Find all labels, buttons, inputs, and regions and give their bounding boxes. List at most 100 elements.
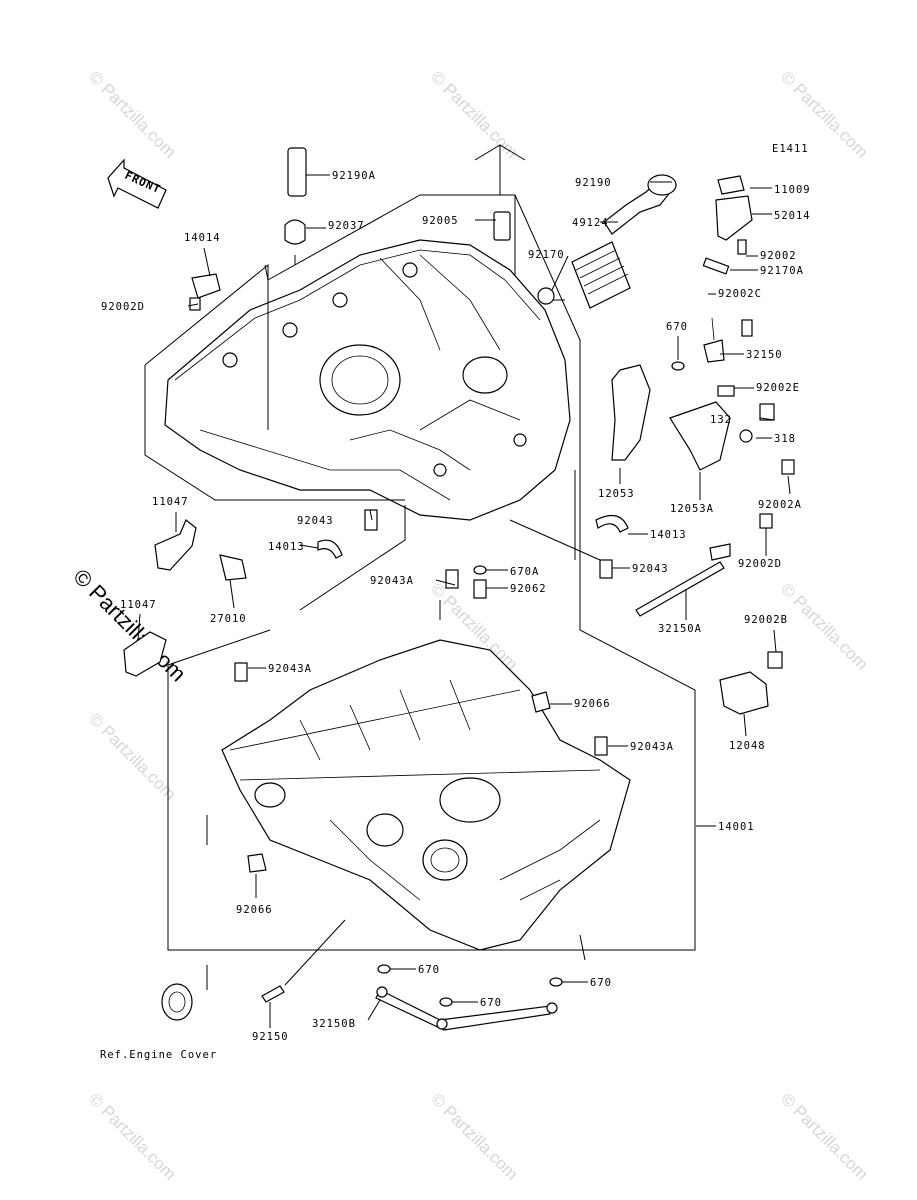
plate-14014 [191, 273, 221, 299]
ref-engine-cover-label: Ref.Engine Cover [100, 1049, 217, 1061]
callout-label: 92005 [422, 215, 459, 227]
dowel-92043 [599, 559, 613, 579]
watermark: © Partzilla.com [427, 67, 521, 161]
leader-line [773, 629, 777, 653]
callout-label: 32150 [746, 349, 783, 361]
callout-label: 11009 [774, 184, 811, 196]
callout-label: 92037 [328, 220, 365, 232]
callout-label: 92002E [756, 382, 800, 394]
watermark: © Partzilla.com [85, 1089, 179, 1183]
dowel-92043A [445, 569, 459, 589]
clamp-92170 [537, 287, 555, 305]
upper-crankcase-part [164, 239, 571, 521]
leader-line [787, 475, 791, 495]
leader-line [137, 613, 141, 641]
callout-label: 92170 [528, 249, 565, 261]
callout-labels: 92190A 92037 92005 14014 92002D 92190 49… [100, 170, 811, 1061]
o-ring-670 [377, 964, 391, 974]
callout-label: 92002D [101, 301, 145, 313]
leader-line [369, 509, 373, 521]
callout-label: 92043 [632, 563, 669, 575]
leader-line [551, 255, 569, 291]
callout-label: 92066 [236, 904, 273, 916]
callout-label: 92150 [252, 1031, 289, 1043]
bolt-132 [759, 403, 775, 421]
bearing-14013 [317, 539, 343, 559]
bolt-92002 [737, 239, 747, 255]
callout-label: 92002B [744, 614, 788, 626]
leader-line [367, 999, 381, 1021]
callout-label: 11047 [120, 599, 157, 611]
callout-label: 14013 [650, 529, 687, 541]
callout-label: 670 [480, 997, 502, 1009]
callout-label: 52014 [774, 210, 811, 222]
bracket-11047 [154, 519, 197, 571]
callout-label: 92002C [718, 288, 762, 300]
callout-label: 27010 [210, 613, 247, 625]
leader-line [299, 544, 319, 549]
dowel-92043 [364, 509, 378, 531]
pipe-32150B [375, 989, 551, 1031]
dowel-92043A [594, 736, 608, 756]
clamp-92037 [284, 219, 306, 245]
gasket-11009 [717, 175, 745, 195]
callout-label: 92066 [574, 698, 611, 710]
assembly-frame-lines [144, 144, 696, 990]
watermark: © Partzilla.com [427, 1089, 521, 1183]
callout-label: 670A [510, 566, 539, 578]
cover-52014 [715, 195, 753, 241]
callout-label: 14001 [718, 821, 755, 833]
callout-label: 92002 [760, 250, 797, 262]
pipe-92062 [473, 579, 487, 599]
leader-line [229, 579, 235, 609]
lower-crankcase-part [221, 639, 631, 951]
callout-label: 92002D [738, 558, 782, 570]
o-ring-670 [439, 997, 453, 1007]
fitting-92150 [261, 985, 285, 1003]
bolt-92002E [717, 385, 735, 397]
callout-label: 92043A [630, 741, 674, 753]
rod-32150A [635, 561, 725, 617]
callout-label: 132 [710, 414, 732, 426]
oil-seal [161, 983, 193, 1021]
watermark: © Partzilla.com [777, 1089, 871, 1183]
callout-label: 670 [418, 964, 440, 976]
leader-line [435, 579, 456, 586]
guide-12053 [611, 364, 651, 461]
callout-label: 92043 [297, 515, 334, 527]
o-ring-670 [671, 361, 685, 371]
o-ring-670 [549, 977, 563, 987]
callout-label: 12053A [670, 503, 714, 515]
callout-label: 92170A [760, 265, 804, 277]
bolt-92002C [741, 319, 753, 337]
leader-line [743, 713, 747, 737]
bolt-92002A [781, 459, 795, 475]
callout-label: 92190A [332, 170, 376, 182]
callout-label: 92002A [758, 499, 802, 511]
leader-line [187, 303, 199, 307]
dowel-92190A [287, 147, 307, 197]
switch-27010 [219, 554, 247, 581]
callout-label: 318 [774, 433, 796, 445]
callout-label: 92043A [268, 663, 312, 675]
callout-label: 11047 [152, 496, 189, 508]
watermark: © Partzilla.com [777, 579, 871, 673]
diagram-code: E1411 [772, 143, 809, 155]
leader-lines [137, 174, 791, 1028]
callout-label: 14014 [184, 232, 221, 244]
watermark: © Partzilla.com [85, 709, 179, 803]
callout-label: 49124 [572, 217, 609, 229]
leader-line [759, 417, 775, 421]
nut-318 [739, 429, 753, 443]
leader-line [203, 247, 211, 277]
plug-92066 [247, 853, 267, 873]
callout-label: 32150B [312, 1018, 356, 1030]
callout-label: 670 [590, 977, 612, 989]
callout-label: 92043A [370, 575, 414, 587]
plug-92066 [531, 691, 551, 713]
callout-label: 32150A [658, 623, 702, 635]
dowel-92043A [234, 662, 248, 682]
callout-label: 92190 [575, 177, 612, 189]
watermark: © Partzilla.com [85, 67, 179, 161]
